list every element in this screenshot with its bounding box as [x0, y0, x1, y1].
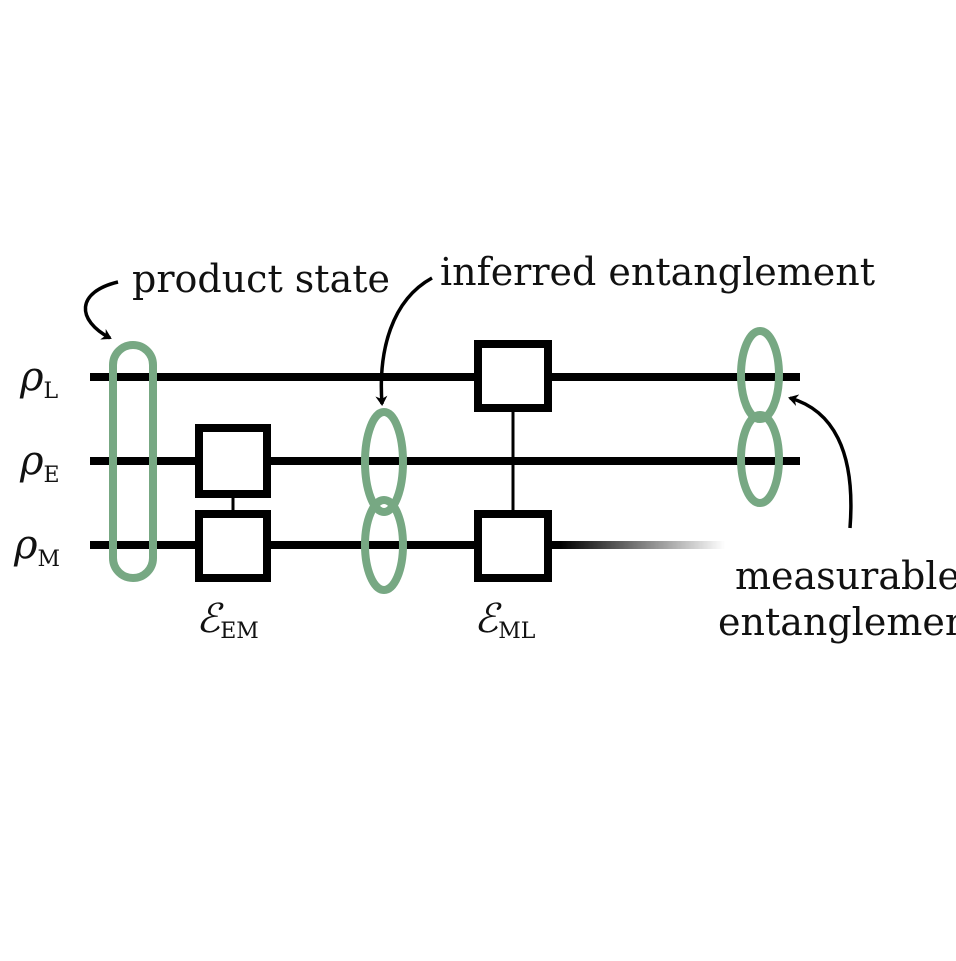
wire-label-e: ρE: [19, 438, 60, 488]
measurable-label-line2: entanglement: [718, 600, 956, 644]
measurable-label-line1: measurable: [735, 554, 956, 598]
gate-ml-bottom-box: [474, 510, 552, 582]
inferred-entanglement-arrow: [375, 276, 433, 406]
wire-label-m: ρM: [13, 522, 60, 572]
inferred-loop-bottom: [361, 496, 407, 594]
product-state-label: product state: [132, 257, 390, 301]
inferred-entanglement-label: inferred entanglement: [440, 250, 875, 294]
wire-m-fade: [560, 541, 725, 549]
wire-label-l: ρL: [19, 354, 59, 404]
gate-em-bottom-box: [195, 510, 271, 582]
measurable-entanglement-arrow: [788, 394, 853, 529]
gate-ml-top-box: [474, 340, 552, 412]
gate-em-top-box: [195, 424, 271, 498]
product-state-loop: [109, 341, 157, 582]
gate-ml-label: ℰML: [474, 596, 536, 644]
measurable-loop-bottom: [737, 411, 783, 507]
gate-em-label: ℰEM: [196, 596, 259, 644]
product-state-arrow: [83, 280, 119, 340]
inferred-loop-top: [361, 408, 407, 516]
